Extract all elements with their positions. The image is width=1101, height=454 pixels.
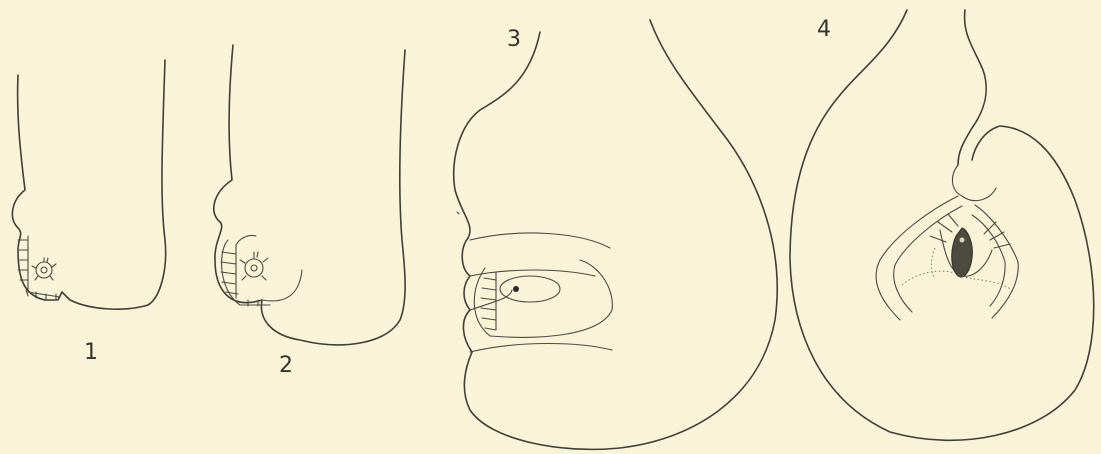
figure-4-label: 4 — [817, 19, 831, 41]
figure-3-label: 3 — [507, 29, 521, 51]
figure-3-drawing — [454, 20, 777, 449]
figure-4-drawing — [790, 10, 1094, 440]
figure-2-drawing — [214, 45, 405, 345]
figure-1-drawing — [12, 60, 165, 309]
figure-2-label: 2 — [279, 355, 293, 377]
figure-1-label: 1 — [84, 342, 98, 364]
